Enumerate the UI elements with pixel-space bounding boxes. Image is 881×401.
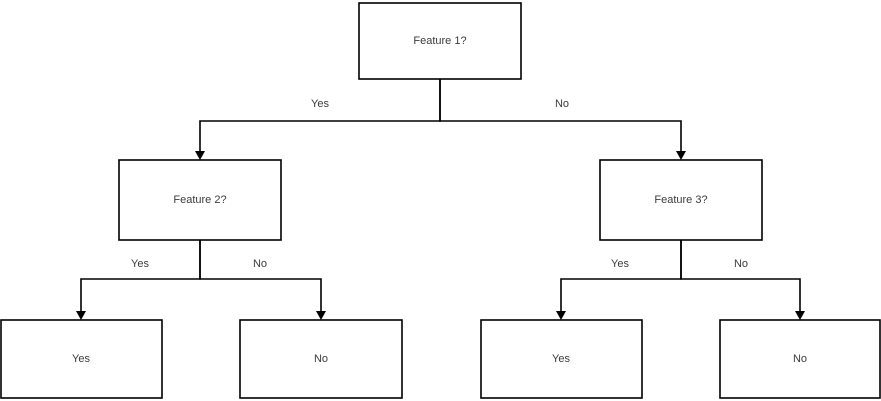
edge-feature3-no: No — [680, 240, 805, 320]
node-box[interactable] — [118, 159, 282, 241]
node-box[interactable] — [358, 2, 522, 80]
arrowhead-icon — [795, 311, 805, 320]
edge-path — [439, 79, 682, 152]
edge-label: Yes — [131, 258, 149, 270]
node-leaf3[interactable]: Yes — [480, 319, 643, 399]
edge-root-no: No — [439, 79, 686, 160]
node-label: Yes — [552, 353, 570, 365]
arrowhead-icon — [316, 311, 326, 320]
node-label: Feature 2? — [173, 194, 226, 206]
node-leaf2[interactable]: No — [239, 319, 403, 399]
edge-path — [680, 240, 801, 312]
arrowhead-icon — [76, 311, 86, 320]
node-feature3[interactable]: Feature 3? — [599, 159, 763, 241]
arrowhead-icon — [195, 151, 205, 160]
node-leaf4[interactable]: No — [719, 319, 881, 399]
node-box[interactable] — [719, 319, 881, 399]
node-root[interactable]: Feature 1? — [358, 2, 522, 80]
node-label: Feature 1? — [413, 35, 466, 47]
node-label: No — [314, 353, 328, 365]
node-box[interactable] — [0, 319, 163, 399]
edge-label: No — [555, 98, 569, 110]
node-label: Yes — [72, 353, 90, 365]
edge-root-yes: Yes — [195, 79, 441, 160]
node-box[interactable] — [599, 159, 763, 241]
edge-feature3-yes: Yes — [556, 240, 682, 320]
node-box[interactable] — [239, 319, 403, 399]
edge-label: No — [734, 258, 748, 270]
edge-label: No — [253, 258, 267, 270]
arrowhead-icon — [676, 151, 686, 160]
node-label: Feature 3? — [654, 194, 707, 206]
edge-label: Yes — [611, 258, 629, 270]
arrowhead-icon — [556, 311, 566, 320]
node-box[interactable] — [480, 319, 643, 399]
edge-path — [199, 79, 441, 152]
edge-path — [199, 240, 322, 312]
edge-feature2-yes: Yes — [76, 240, 201, 320]
node-feature2[interactable]: Feature 2? — [118, 159, 282, 241]
edge-path — [560, 240, 682, 312]
node-leaf1[interactable]: Yes — [0, 319, 163, 399]
edge-label: Yes — [311, 98, 329, 110]
edge-path — [80, 240, 201, 312]
node-label: No — [793, 353, 807, 365]
edge-feature2-no: No — [199, 240, 326, 320]
